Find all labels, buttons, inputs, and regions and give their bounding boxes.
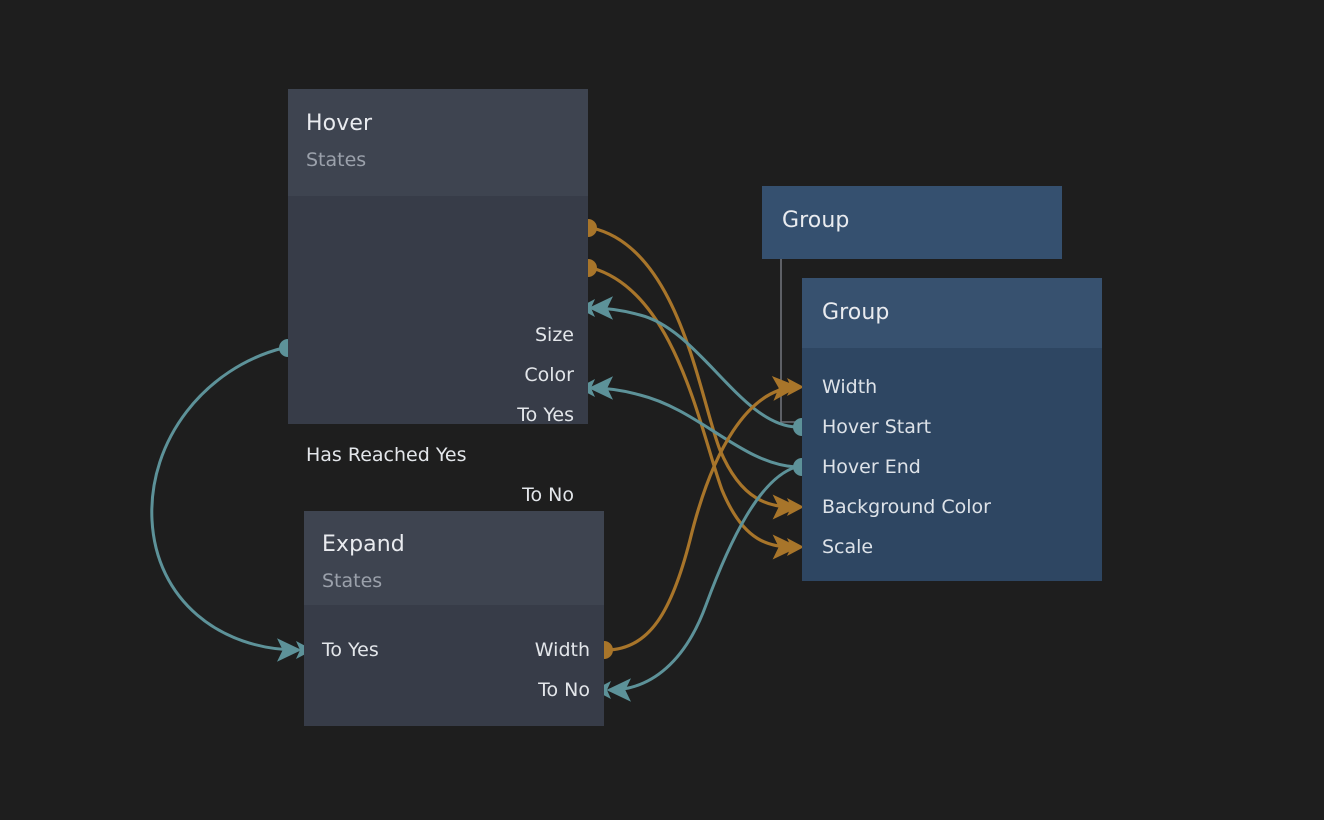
port-text: To Yes xyxy=(322,639,379,661)
edge-hover-end-to-expand-to-no[interactable] xyxy=(606,465,798,702)
port-label-group-hover-end[interactable]: Hover End xyxy=(822,457,921,477)
node-group[interactable]: Group Width Hover Start Hover End Backgr… xyxy=(802,278,1102,581)
port-text: To Yes xyxy=(517,404,574,426)
port-text: Width xyxy=(534,639,590,661)
port-text: Hover Start xyxy=(822,416,932,438)
port-label-hover-size[interactable]: Size xyxy=(535,325,574,345)
port-text: Size xyxy=(534,324,574,346)
node-expand-title: Expand xyxy=(322,532,405,557)
node-hover-header[interactable]: Hover States xyxy=(288,89,588,196)
port-label-group-width[interactable]: Width xyxy=(822,377,877,397)
node-group-title: Group xyxy=(822,300,890,325)
port-label-hover-color[interactable]: Color xyxy=(524,365,574,385)
port-label-group-hover-start[interactable]: Hover Start xyxy=(822,417,931,437)
port-label-expand-to-yes[interactable]: To Yes xyxy=(322,640,379,660)
edge-hover-start-to-to-yes[interactable] xyxy=(588,296,798,429)
node-hover-subtitle: States xyxy=(306,149,367,171)
group-containment-guide xyxy=(780,259,800,423)
port-label-expand-width[interactable]: Width xyxy=(535,640,590,660)
node-expand-subtitle: States xyxy=(322,570,383,592)
edge-expand-width-to-group-width[interactable] xyxy=(604,376,799,652)
edge-color-to-scale[interactable] xyxy=(590,266,799,560)
node-hover[interactable]: Hover States Size Color To Yes To No Has… xyxy=(288,89,588,505)
edge-size-to-background-color[interactable] xyxy=(590,226,799,520)
group-title-bar-label: Group xyxy=(782,208,850,233)
port-text: To No xyxy=(522,484,574,506)
port-label-hover-to-no[interactable]: To No xyxy=(522,485,574,505)
port-text: Has Reached Yes xyxy=(306,444,467,466)
port-label-expand-to-no[interactable]: To No xyxy=(538,680,590,700)
port-text: Width xyxy=(822,376,878,398)
edge-hover-end-to-hover-to-no[interactable] xyxy=(588,376,798,469)
port-text: Color xyxy=(524,364,574,386)
node-group-body: Width Hover Start Hover End Background C… xyxy=(802,348,1102,581)
port-label-hover-to-yes[interactable]: To Yes xyxy=(517,405,574,425)
node-group-header[interactable]: Group xyxy=(802,278,1102,348)
port-text: Scale xyxy=(822,536,874,558)
node-expand-body: Width To No To Yes xyxy=(304,605,604,726)
port-label-group-background-color[interactable]: Background Color xyxy=(822,497,991,517)
port-text: Hover End xyxy=(822,456,921,478)
edge-has-reached-yes-to-expand-to-yes[interactable] xyxy=(150,346,302,662)
port-label-group-scale[interactable]: Scale xyxy=(822,537,873,557)
node-expand[interactable]: Expand States Width To No To Yes xyxy=(304,511,604,726)
port-label-has-reached-yes[interactable]: Has Reached Yes xyxy=(306,445,467,465)
group-title-bar[interactable]: Group xyxy=(762,186,1062,259)
port-text: To No xyxy=(538,679,590,701)
port-text: Background Color xyxy=(822,496,991,518)
node-hover-title: Hover xyxy=(306,111,373,136)
node-hover-body: Size Color To Yes To No Has Reached Yes xyxy=(288,196,588,505)
node-expand-header[interactable]: Expand States xyxy=(304,511,604,605)
